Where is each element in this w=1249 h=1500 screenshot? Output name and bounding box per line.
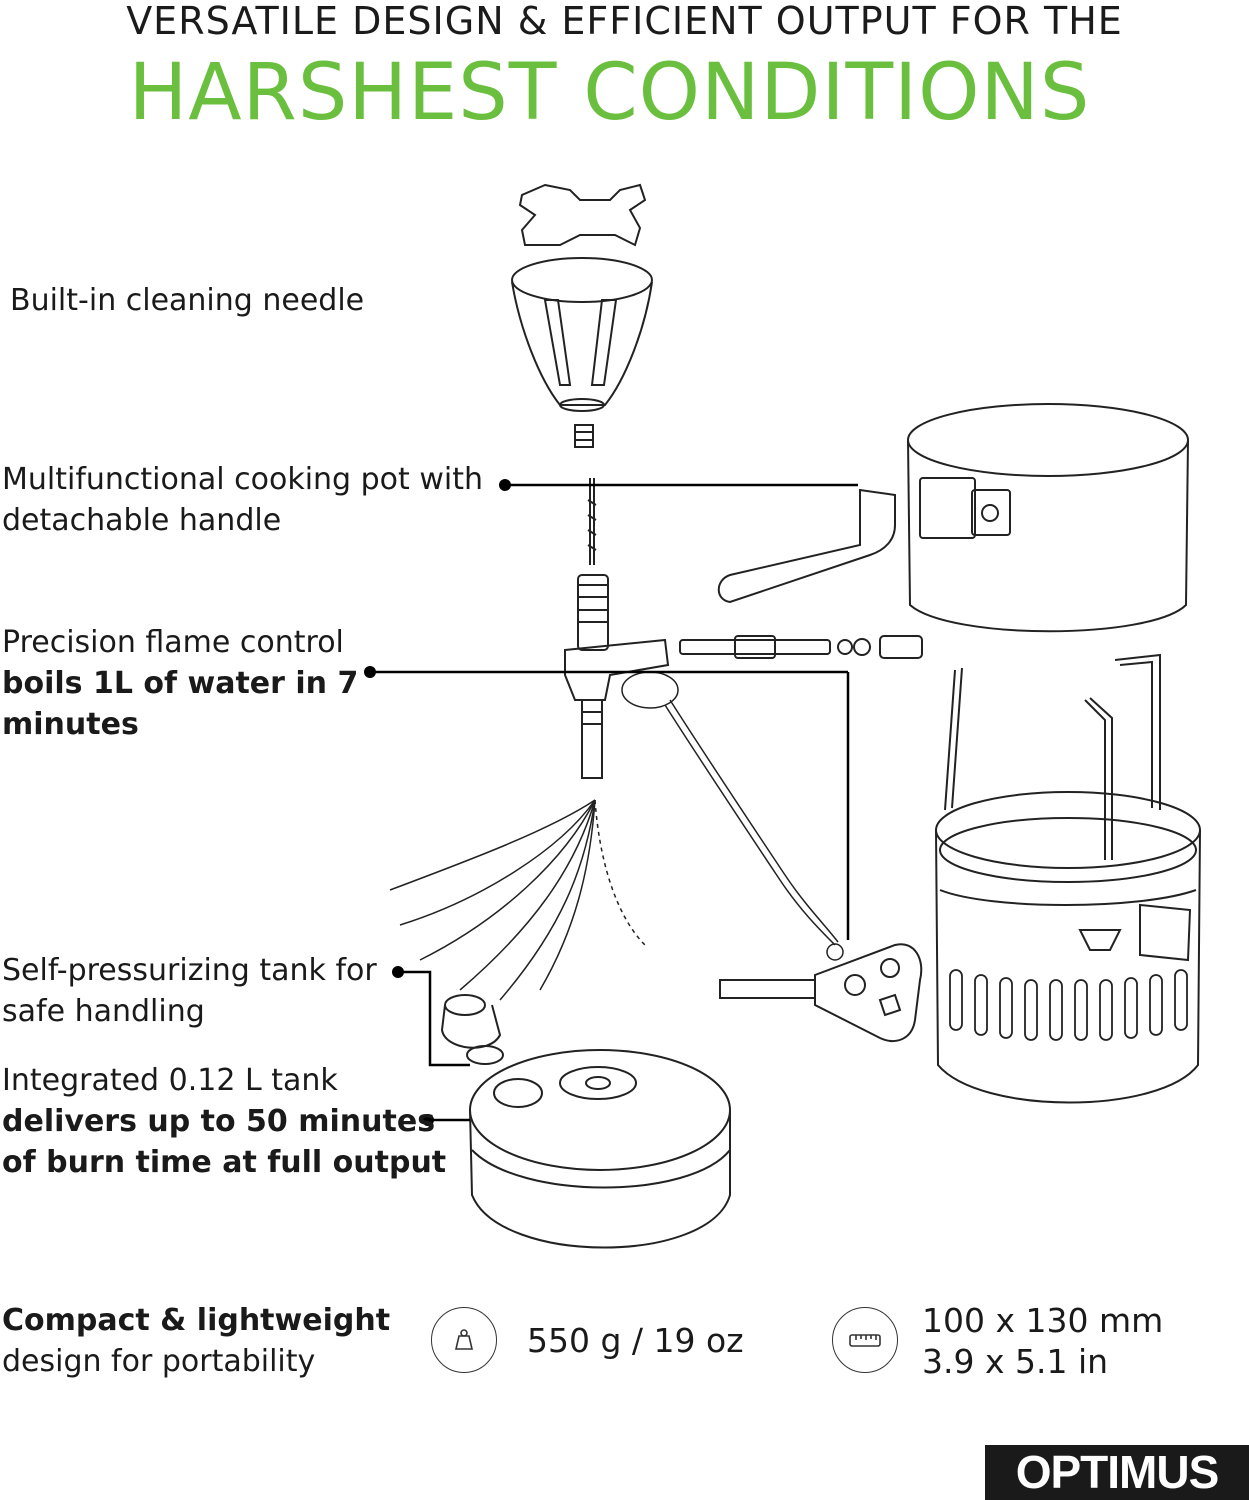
callout-tank-line1: Integrated 0.12 L tank <box>2 1063 338 1098</box>
fuel-tank <box>469 1049 731 1249</box>
pot-support-cross <box>518 183 647 247</box>
callout-tank-line2: delivers up to 50 minutes <box>2 1104 436 1139</box>
callout-self-pressurizing-line2: safe handling <box>2 994 205 1029</box>
control-spindle <box>679 635 923 659</box>
callout-flame-control-line1: Precision flame control <box>2 625 344 660</box>
burner-cup <box>511 257 653 412</box>
brand-logo: OPTIMUS <box>985 1445 1249 1500</box>
headline-main: HARSHEST CONDITIONS <box>128 48 1091 138</box>
callout-tank-line3: of burn time at full output <box>2 1145 447 1180</box>
callout-flame-control-line3: minutes <box>2 707 139 742</box>
weight-icon <box>431 1307 497 1373</box>
spec-compact-subtitle: design for portability <box>2 1344 316 1379</box>
jet-nut <box>574 424 594 448</box>
callout-self-pressurizing: Self-pressurizing tank for safe handling <box>2 950 377 1032</box>
stove-stand <box>935 653 1201 1104</box>
valve-assembly <box>564 574 670 779</box>
callout-leaders <box>370 483 858 1122</box>
cooking-pot <box>717 403 1189 633</box>
fuel-cap <box>440 994 504 1065</box>
headline-top: VERSATILE DESIGN & EFFICIENT OUTPUT FOR … <box>126 0 1123 43</box>
callout-flame-control-line2: boils 1L of water in 7 <box>2 666 359 701</box>
spec-dimensions-imperial: 3.9 x 5.1 in <box>922 1342 1109 1381</box>
spec-dimensions-metric: 100 x 130 mm <box>922 1301 1164 1340</box>
cleaning-needle <box>587 478 597 565</box>
callout-cooking-pot: Multifunctional cooking pot with detacha… <box>2 459 483 541</box>
callout-cooking-pot-line1: Multifunctional cooking pot with <box>2 462 483 497</box>
callout-cleaning-needle-text: Built-in cleaning needle <box>10 283 365 318</box>
callout-flame-control: Precision flame control boils 1L of wate… <box>2 622 358 745</box>
callout-self-pressurizing-line1: Self-pressurizing tank for <box>2 953 377 988</box>
callout-tank: Integrated 0.12 L tank delivers up to 50… <box>2 1060 446 1183</box>
spec-compact-title: Compact & lightweight <box>2 1303 391 1338</box>
spec-weight: 550 g / 19 oz <box>527 1321 744 1360</box>
spec-compact: Compact & lightweight design for portabi… <box>2 1300 390 1382</box>
callout-cleaning-needle: Built-in cleaning needle <box>10 280 364 321</box>
callout-cooking-pot-line2: detachable handle <box>2 503 282 538</box>
wick <box>389 799 646 1001</box>
callout-dots <box>364 479 511 1126</box>
spec-dimensions: 100 x 130 mm 3.9 x 5.1 in <box>922 1300 1163 1382</box>
multi-tool-key <box>719 943 923 1042</box>
chain <box>621 671 844 961</box>
ruler-icon <box>832 1307 898 1373</box>
